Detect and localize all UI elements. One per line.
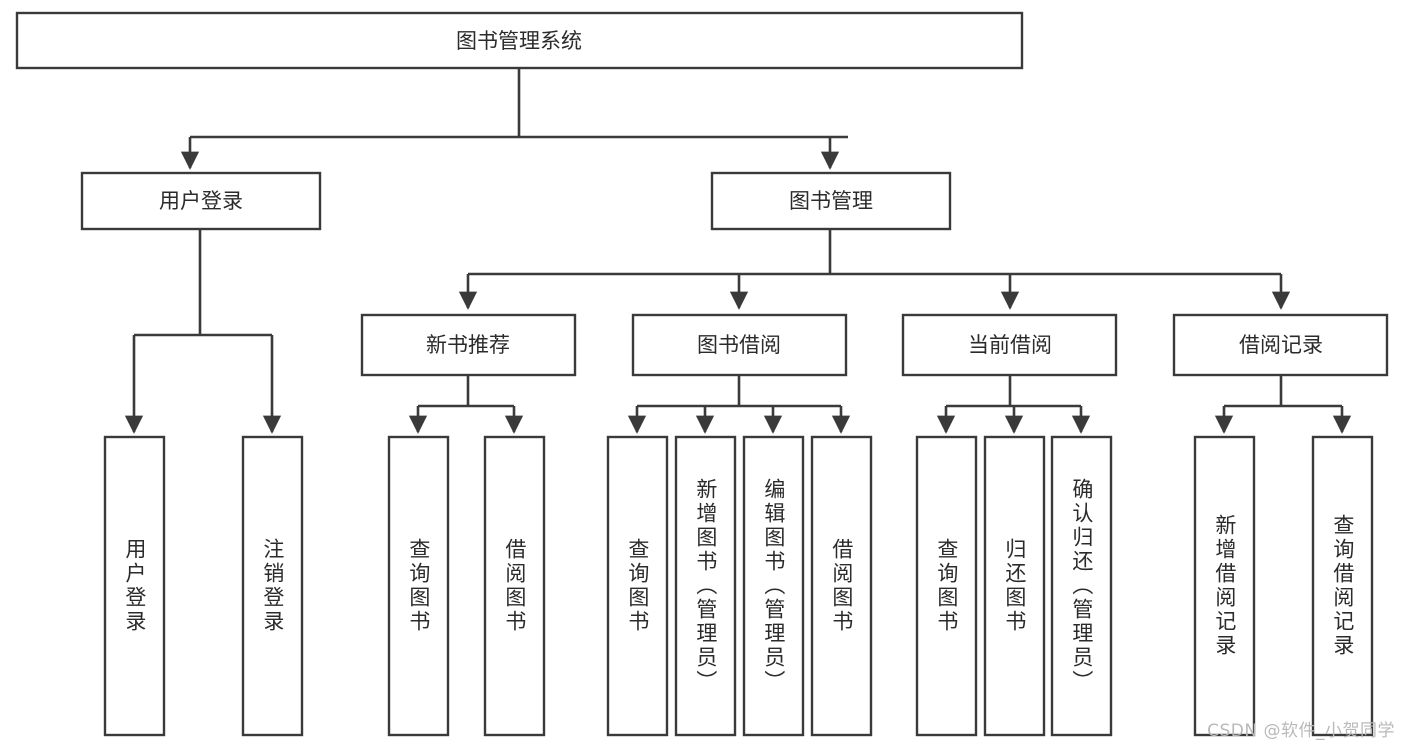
node-root-label: 图书管理系统 xyxy=(456,29,582,53)
leaf-box-borrowrecord-1[interactable] xyxy=(1193,435,1256,737)
leaf-box-bookborrow-4[interactable] xyxy=(810,435,873,737)
node-book-borrow[interactable]: 图书借阅 xyxy=(631,313,848,377)
node-root[interactable]: 图书管理系统 xyxy=(15,11,1024,70)
leaf-boxes-borrow-records xyxy=(1193,435,1374,737)
leaf-boxes-book-borrow xyxy=(606,435,873,737)
node-new-book-recommend[interactable]: 新书推荐 xyxy=(360,313,577,377)
connector-bookmgmt-to-level3 xyxy=(458,229,1291,310)
node-book-borrow-label: 图书借阅 xyxy=(697,333,781,357)
node-user-login[interactable]: 用户登录 xyxy=(80,171,322,231)
leaf-box-bookborrow-1[interactable] xyxy=(606,435,669,737)
leaf-boxes-new-book-recommend xyxy=(387,435,546,737)
leaf-boxes-current-borrow xyxy=(915,435,1113,737)
node-current-borrow[interactable]: 当前借阅 xyxy=(901,313,1118,377)
leaf-box-borrowrecord-2[interactable] xyxy=(1311,435,1374,737)
node-book-management[interactable]: 图书管理 xyxy=(710,171,952,231)
leaf-box-bookborrow-2[interactable] xyxy=(674,435,737,737)
connector-newbook-to-leaves xyxy=(408,376,524,434)
connector-root-to-level2 xyxy=(180,68,848,170)
leaf-box-currentborrow-2[interactable] xyxy=(983,435,1046,737)
leaf-box-user-login-1[interactable] xyxy=(103,435,166,737)
leaf-box-bookborrow-3[interactable] xyxy=(742,435,805,737)
leaf-box-newbook-1[interactable] xyxy=(387,435,450,737)
watermark-text: CSDN @软件_小贺同学 xyxy=(1207,721,1395,741)
leaf-box-currentborrow-1[interactable] xyxy=(915,435,978,737)
node-new-book-recommend-label: 新书推荐 xyxy=(426,333,510,357)
connector-userlogin-to-leaves xyxy=(124,229,282,434)
leaf-box-user-login-2[interactable] xyxy=(241,435,304,737)
connector-borrowrecord-to-leaves xyxy=(1214,376,1352,434)
node-user-login-label: 用户登录 xyxy=(159,189,243,213)
leaf-box-newbook-2[interactable] xyxy=(483,435,546,737)
node-current-borrow-label: 当前借阅 xyxy=(968,333,1052,357)
leaf-box-currentborrow-3[interactable] xyxy=(1050,435,1113,737)
node-book-management-label: 图书管理 xyxy=(789,189,873,213)
node-borrow-records[interactable]: 借阅记录 xyxy=(1172,313,1389,377)
connector-bookborrow-to-leaves xyxy=(627,376,851,434)
node-borrow-records-label: 借阅记录 xyxy=(1239,333,1323,357)
connector-currentborrow-to-leaves xyxy=(936,376,1091,434)
leaf-boxes-user-login xyxy=(103,435,304,737)
